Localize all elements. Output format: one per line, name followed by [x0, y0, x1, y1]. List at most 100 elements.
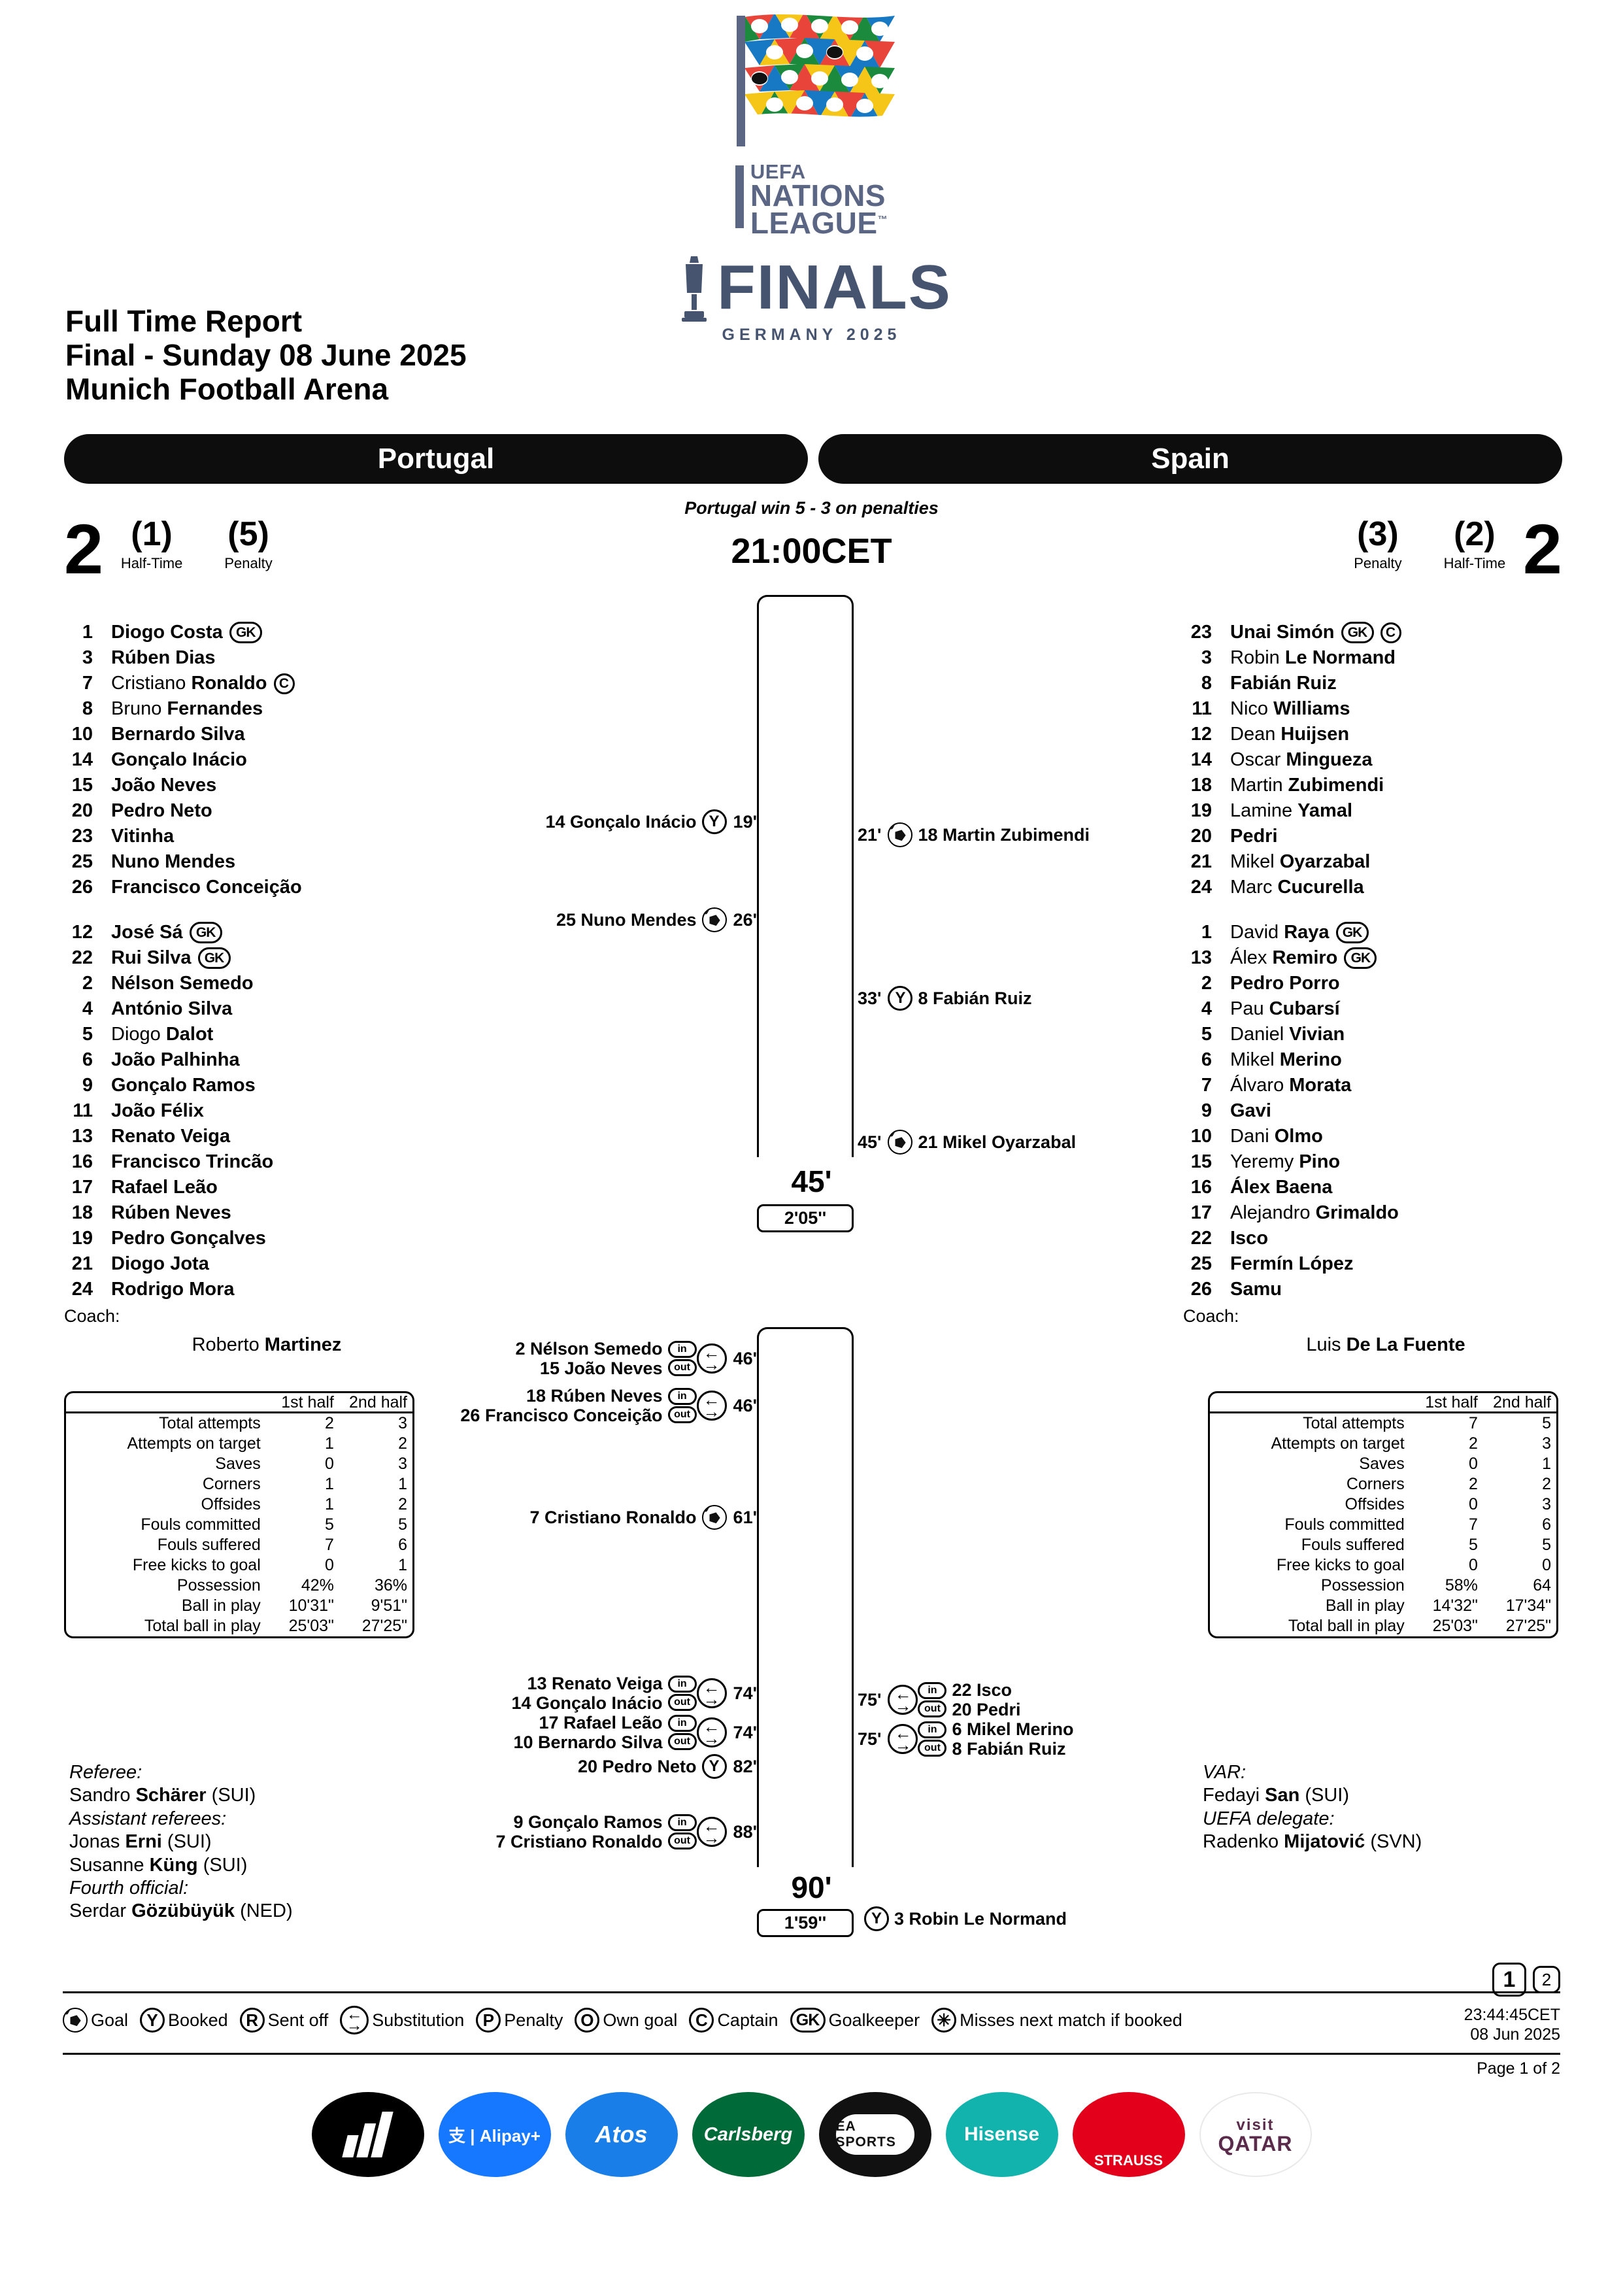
sponsor-carlsberg: Carlsberg — [692, 2092, 805, 2177]
player-number: 2 — [1201, 973, 1212, 994]
stat-value: 0 — [1468, 1455, 1478, 1474]
stat-label: Free kicks to goal — [132, 1556, 261, 1575]
sub-out-badge: out — [918, 1740, 947, 1757]
stat-value: 7 — [1468, 1515, 1478, 1534]
event-minute: 45' — [858, 1132, 882, 1152]
stat-value: 1 — [324, 1434, 334, 1453]
stat-value: 64 — [1533, 1576, 1551, 1595]
page-box-1[interactable]: 1 — [1492, 1963, 1526, 1997]
player-name: Isco — [1230, 1228, 1269, 1249]
event-minute: 46' — [733, 1348, 757, 1368]
stat-value: 17'34" — [1505, 1596, 1551, 1615]
second-half-timeline — [757, 1327, 854, 1867]
referee-name: Sandro Schärer (SUI) — [69, 1785, 256, 1806]
player-name: Robin Le Normand — [1230, 647, 1396, 668]
player-name: Rúben Dias — [111, 647, 216, 668]
generation-timestamp: 23:44:45CET 08 Jun 2025 — [1464, 2006, 1560, 2044]
player-name: Álex Baena — [1230, 1177, 1333, 1198]
germany-2025-text: GERMANY 2025 — [722, 326, 901, 345]
stat-value: 2 — [324, 1414, 334, 1433]
trophy-icon — [682, 256, 707, 322]
sub-player-in: 9 Gonçalo Ramos — [513, 1812, 663, 1832]
player-number: 3 — [82, 647, 93, 668]
stat-label: Fouls suffered — [1301, 1536, 1405, 1555]
player-number: 16 — [71, 1151, 93, 1172]
sub-out-badge: out — [667, 1733, 697, 1751]
page-number: Page 1 of 2 — [1477, 2059, 1560, 2078]
player-number: 11 — [1192, 698, 1212, 719]
goal-icon — [701, 907, 727, 932]
player-number: 10 — [71, 724, 93, 745]
stat-label: Possession — [176, 1576, 261, 1595]
stats-col1-away: 1st half — [1425, 1393, 1478, 1411]
stat-value: 25'03" — [288, 1617, 334, 1636]
venue: Munich Football Arena — [65, 371, 389, 406]
player-name: Alejandro Grimaldo — [1230, 1202, 1399, 1223]
player-number: 5 — [82, 1024, 93, 1045]
yellow-card-icon: Y — [140, 2008, 165, 2033]
sub-in-badge: in — [918, 1721, 947, 1739]
stat-value: 2 — [1468, 1475, 1478, 1494]
player-number: 7 — [82, 673, 93, 694]
player-name: Gonçalo Inácio — [111, 749, 247, 770]
player-number: 13 — [1190, 947, 1212, 968]
squad-divider — [64, 900, 469, 920]
player-number: 15 — [1190, 1151, 1212, 1172]
match-event: 45' 21 Mikel Oyarzabal — [858, 1130, 1076, 1155]
player-name: Diogo Jota — [111, 1253, 209, 1274]
var-name: Fedayi San (SUI) — [1203, 1785, 1350, 1806]
event-minute: 74' — [733, 1683, 757, 1703]
home-score: 2 — [64, 509, 104, 588]
sub-player-out: 20 Pedri — [952, 1700, 1021, 1720]
sub-out-badge: out — [667, 1694, 697, 1712]
coach-name: Luis De La Fuente — [1306, 1334, 1465, 1355]
referee-label: Referee: — [69, 1762, 142, 1783]
player-number: 19 — [71, 1228, 93, 1249]
player-number: 9 — [1201, 1100, 1212, 1121]
player-name: Mikel Oyarzabal — [1230, 851, 1371, 872]
second-half-added-time: 1'59'' — [757, 1909, 854, 1937]
player-number: 4 — [1201, 998, 1212, 1019]
sub-player-in: 18 Rúben Neves — [526, 1386, 663, 1406]
sub-player-out: 7 Cristiano Ronaldo — [495, 1832, 663, 1852]
sub-player-in: 17 Rafael Leão — [539, 1713, 663, 1732]
away-halftime-score: (2) — [1454, 515, 1496, 553]
goalkeeper-icon: GK — [1335, 922, 1369, 944]
player-name: Lamine Yamal — [1230, 800, 1353, 821]
uefa-delegate-name: Radenko Mijatović (SVN) — [1203, 1831, 1422, 1853]
stat-label: Total attempts — [1303, 1414, 1405, 1433]
soccer-ball-icon — [63, 2008, 88, 2033]
player-number: 15 — [71, 775, 93, 796]
squad-divider — [1183, 900, 1588, 920]
player-number: 12 — [71, 922, 93, 943]
player-number: 26 — [1190, 1279, 1212, 1300]
stat-label: Possession — [1320, 1576, 1405, 1595]
first-half-added-time: 2'05'' — [757, 1204, 854, 1232]
player-name: Rafael Leão — [111, 1177, 218, 1198]
stat-value: 0 — [1468, 1495, 1478, 1514]
event-player: 21 Mikel Oyarzabal — [918, 1132, 1077, 1152]
home-penalty-score: (5) — [227, 515, 269, 553]
page-selector[interactable]: 1 2 — [1492, 1963, 1560, 1997]
page-box-2[interactable]: 2 — [1533, 1966, 1560, 1993]
